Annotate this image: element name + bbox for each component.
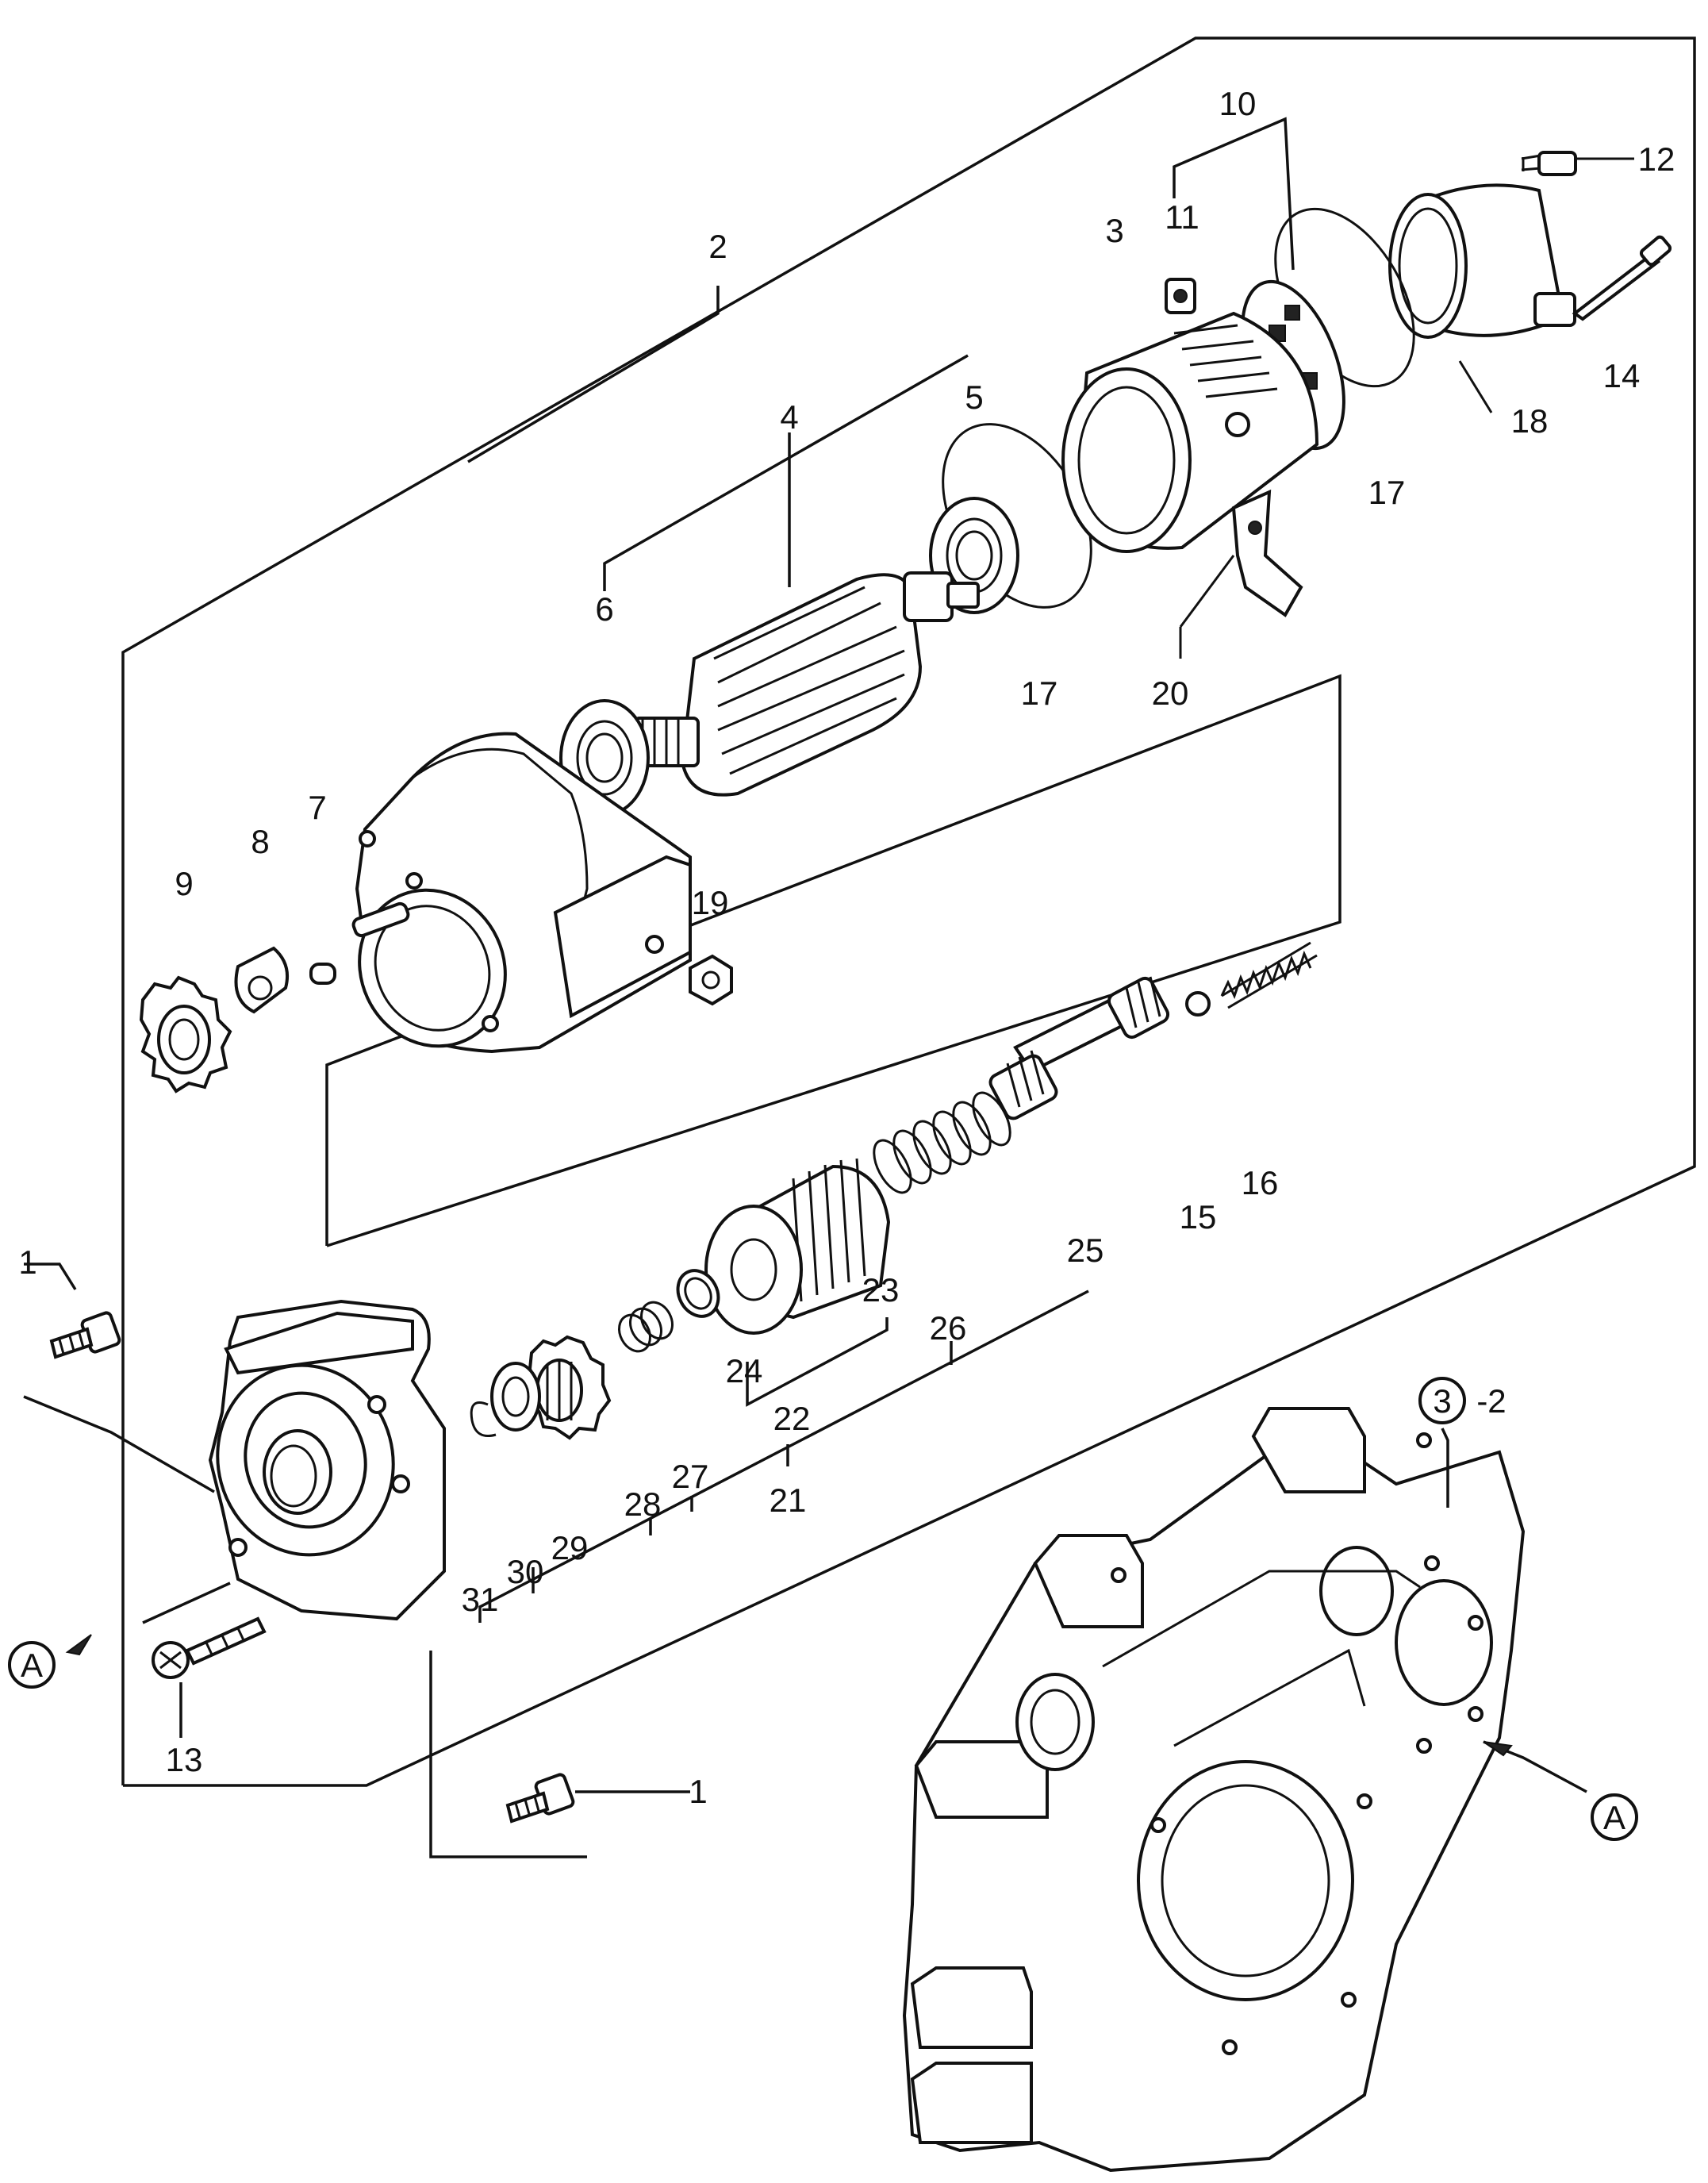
callout-19: 19 (692, 884, 729, 921)
callout-labels: 1 1 2 3 4 5 6 7 8 9 10 11 12 13 14 15 16… (18, 85, 1675, 1810)
svg-text:A: A (1603, 1799, 1625, 1836)
callout-14: 14 (1603, 357, 1641, 394)
callout-1-left: 1 (18, 1243, 36, 1281)
callout-10: 10 (1219, 85, 1257, 122)
pin-7 (309, 963, 336, 985)
leader-10 (1173, 117, 1295, 271)
collar-8 (234, 946, 290, 1014)
callout-24: 24 (726, 1352, 763, 1389)
ring-27 (676, 1269, 720, 1318)
callout-25: 25 (1067, 1232, 1104, 1269)
callout-15: 15 (1180, 1198, 1217, 1236)
callout-28: 28 (624, 1485, 662, 1523)
callout-18: 18 (1511, 402, 1549, 440)
bolt-13 (152, 1616, 267, 1679)
overrunning-clutch-22 (704, 1158, 891, 1335)
callout-6: 6 (595, 590, 613, 628)
pinion-29 (528, 1335, 612, 1440)
pinion-shaft-25 (988, 976, 1170, 1120)
svg-text:A: A (21, 1647, 43, 1684)
callout-27: 27 (672, 1458, 709, 1495)
callout-5: 5 (965, 379, 983, 416)
brush-11 (1165, 278, 1196, 314)
callout-1-bottom: 1 (689, 1773, 707, 1810)
callout-8: 8 (251, 823, 269, 860)
nut-19 (689, 954, 733, 1006)
front-housing (208, 1299, 446, 1621)
assembly-boundary (121, 37, 1696, 1858)
arrow-a-left (65, 1634, 92, 1656)
leader-2 (467, 286, 720, 463)
callout-31: 31 (462, 1581, 499, 1618)
callout-2: 2 (708, 228, 727, 265)
snap-ring-31 (470, 1401, 497, 1437)
bolt-1-left (49, 1311, 121, 1359)
callout-20: 20 (1152, 675, 1189, 712)
ball-15 (1185, 991, 1211, 1017)
armature-4 (633, 571, 980, 797)
callout-11: 11 (1165, 198, 1199, 236)
callout-29: 29 (551, 1529, 589, 1566)
reference-suffix: -2 (1476, 1382, 1506, 1420)
marker-a-right: A (1591, 1793, 1638, 1841)
pinion-gear-9 (139, 975, 232, 1093)
leader-4 (603, 354, 969, 591)
callout-12: 12 (1638, 140, 1675, 178)
shift-lever-20 (1179, 489, 1303, 659)
cover-band-18 (1388, 183, 1576, 413)
callout-22: 22 (773, 1400, 811, 1437)
marker-a-left: A (8, 1641, 56, 1689)
callout-30: 30 (507, 1553, 544, 1590)
bushing-30 (490, 1362, 541, 1432)
spring-28 (618, 1301, 674, 1353)
callout-3: 3 (1105, 212, 1123, 249)
bolt-1-bottom (505, 1773, 575, 1824)
gear-housing (351, 732, 692, 1054)
callout-13: 13 (166, 1741, 203, 1778)
spring-26 (873, 1091, 1011, 1194)
callout-21: 21 (770, 1482, 807, 1519)
callout-17-upper: 17 (1368, 474, 1406, 511)
flywheel-housing (902, 1407, 1526, 2173)
callout-26: 26 (930, 1309, 967, 1347)
reference-3-2: 3 -2 (1418, 1377, 1506, 1424)
reference-circle-number: 3 (1433, 1382, 1451, 1420)
leader-21 (478, 1289, 1089, 1623)
callout-4: 4 (780, 398, 798, 436)
spring-16 (1220, 941, 1318, 1009)
callout-23: 23 (862, 1271, 900, 1309)
bolt-12 (1521, 151, 1634, 176)
callout-17-lower: 17 (1021, 675, 1058, 712)
through-bolt-14 (1572, 235, 1672, 321)
yoke-3 (1061, 311, 1319, 553)
callout-16: 16 (1242, 1164, 1279, 1201)
callout-7: 7 (308, 789, 326, 826)
callout-9: 9 (175, 865, 193, 902)
arrow-a-right (1483, 1741, 1513, 1757)
